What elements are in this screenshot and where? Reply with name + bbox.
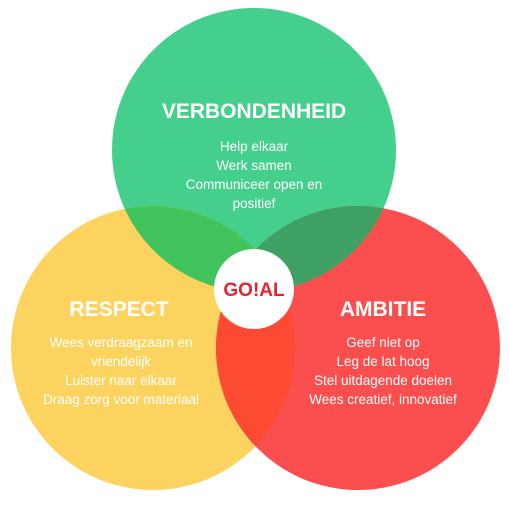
line-verbondenheid-1: Help elkaar	[220, 139, 289, 154]
logo-goal: GO!AL	[223, 280, 285, 301]
line-ambitie-2: Leg de lat hoog	[336, 354, 429, 369]
logo-badge	[214, 249, 294, 329]
title-verbondenheid: VERBONDENHEID	[162, 100, 346, 123]
line-ambitie-1: Geef niet op	[346, 335, 420, 350]
line-respect-2: vriendelijk	[91, 354, 151, 369]
line-verbondenheid-3: Communiceer open en	[186, 177, 323, 192]
title-respect: RESPECT	[69, 298, 168, 321]
line-respect-3: Luister naar elkaar	[65, 373, 177, 388]
line-respect-4: Draag zorg voor materiaal	[43, 392, 199, 407]
line-verbondenheid-4: positief	[233, 196, 276, 211]
line-ambitie-4: Wees creatief, innovatief	[309, 392, 457, 407]
line-respect-1: Wees verdraagzaam en	[49, 335, 192, 350]
line-verbondenheid-2: Werk samen	[216, 158, 292, 173]
title-ambitie: AMBITIE	[340, 298, 426, 321]
line-ambitie-3: Stel uitdagende doelen	[314, 373, 452, 388]
